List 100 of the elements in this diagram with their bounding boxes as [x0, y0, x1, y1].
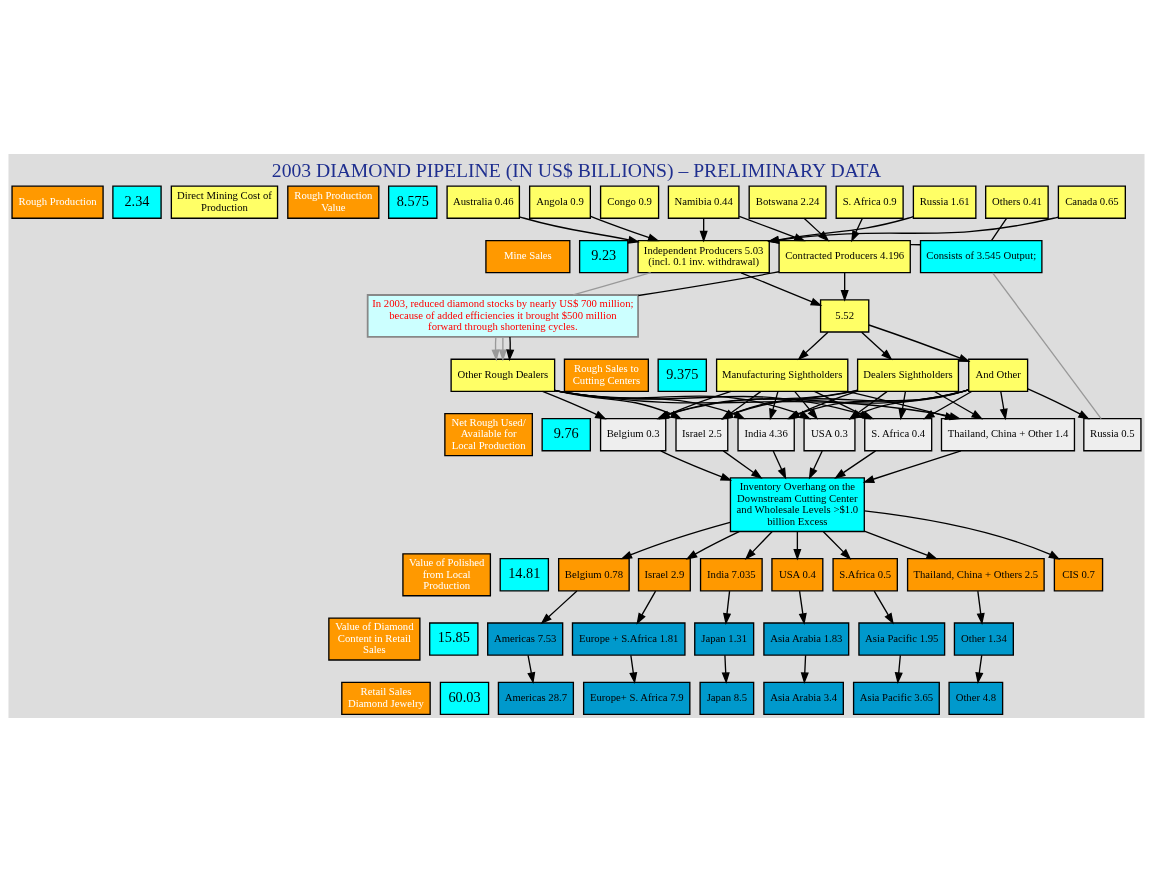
node-box: Asia Pacific 1.95 — [858, 621, 946, 656]
node-box: Israel 2.5 — [675, 417, 729, 451]
arrow — [518, 215, 640, 244]
node-box: Other Rough Dealers — [450, 358, 556, 392]
arrow — [540, 589, 578, 624]
node-box: Thailand, China + Others 2.5 — [906, 557, 1045, 591]
node-box: Retail Sales Diamond Jewelry — [341, 681, 431, 715]
connector — [572, 271, 652, 296]
arrow — [498, 335, 507, 361]
node-box: Thailand, China + Other 1.4 — [940, 417, 1076, 451]
arrow — [797, 331, 829, 360]
node-box: 5.52 — [819, 298, 870, 333]
node-box: Value of Diamond Content in Retail Sales — [328, 616, 421, 661]
node-box: India 4.36 — [737, 417, 795, 451]
node-box: Dealers Sightholders — [856, 358, 960, 392]
diagram-title: 2003 DIAMOND PIPELINE (IN US$ BILLIONS) – PRELIMINARY DATA — [271, 159, 882, 181]
arrow — [744, 530, 773, 560]
arrow — [808, 449, 823, 479]
node-box: USA 0.4 — [771, 557, 824, 591]
node-box: Value of Polished from Local Production — [402, 552, 492, 596]
arrow — [798, 589, 807, 625]
arrow — [800, 654, 809, 684]
connector — [990, 217, 1008, 241]
arrow — [834, 449, 877, 479]
node-box: Congo 0.9 — [599, 184, 660, 219]
node-box: 14.81 — [499, 557, 550, 591]
arrow — [660, 449, 733, 481]
arrow — [527, 654, 536, 684]
node-box: Other 1.34 — [953, 621, 1014, 656]
node-box: S. Africa 0.9 — [835, 184, 904, 219]
arrow — [976, 589, 985, 625]
node-box: Americas 7.53 — [487, 621, 564, 656]
node-box: Mine Sales — [485, 239, 571, 273]
arrow — [772, 449, 787, 480]
node-box: Inventory Overhang on the Downstream Cutting Center and Wholesale Levels >$1.0 billion Excess — [729, 476, 865, 532]
node-box: Direct Mining Cost of Production — [170, 184, 279, 219]
node-box: Russia 0.5 — [1083, 417, 1142, 451]
arrow — [590, 215, 660, 241]
arrow — [894, 654, 903, 684]
arrow — [541, 390, 607, 419]
arrow — [506, 335, 515, 361]
node-box: 9.76 — [541, 417, 591, 451]
node-box: Net Rough Used/ Available for Local Production — [444, 412, 533, 456]
node-box: India 7.035 — [699, 557, 763, 591]
node-box: 9.23 — [578, 239, 629, 273]
node-box: Japan 8.5 — [699, 681, 755, 715]
arrow — [1027, 387, 1090, 420]
arrow — [685, 530, 740, 560]
arrow — [722, 589, 732, 625]
arrow — [863, 509, 1061, 560]
node-box: Europe+ S. Africa 7.9 — [582, 681, 691, 715]
arrow — [862, 449, 962, 483]
node-box: Europe + S.Africa 1.81 — [571, 621, 686, 656]
arrow — [822, 530, 852, 560]
node-box: 9.375 — [657, 358, 707, 392]
node-box: Asia Arabia 1.83 — [763, 621, 850, 656]
connector — [637, 270, 780, 296]
node-box: Other 4.8 — [948, 681, 1004, 715]
node-box: Consists of 3.545 Output; — [919, 239, 1043, 273]
node-box: Australia 0.46 — [446, 184, 521, 219]
node-box: Canada 0.65 — [1057, 184, 1126, 219]
node-box: 2.34 — [112, 184, 162, 219]
connector — [991, 271, 1102, 419]
node-box: Japan 1.31 — [694, 621, 755, 656]
arrow — [620, 521, 731, 559]
node-box: Israel 2.9 — [637, 557, 691, 591]
arrow — [740, 271, 823, 306]
node-box: Manufacturing Sightholders — [715, 358, 849, 392]
node-box: S. Africa 0.4 — [864, 417, 933, 451]
arrow — [629, 654, 638, 684]
node-box: Contracted Producers 4.196 — [778, 239, 911, 273]
arrow — [769, 390, 779, 420]
node-box: Rough Production Value — [287, 184, 380, 219]
arrow — [999, 390, 1008, 420]
arrow — [873, 589, 894, 625]
node-box: CIS 0.7 — [1053, 557, 1104, 591]
node-box: And Other — [968, 358, 1029, 392]
node-box: Americas 28.7 — [497, 681, 575, 715]
arrow — [975, 654, 984, 684]
node-box: USA 0.3 — [803, 417, 856, 451]
arrow — [722, 449, 763, 479]
node-box: Belgium 0.78 — [558, 557, 630, 591]
node-box: Angola 0.9 — [529, 184, 591, 219]
node-box: Botswana 2.24 — [748, 184, 827, 219]
node-box: S.Africa 0.5 — [832, 557, 898, 591]
arrow — [863, 530, 938, 559]
arrow — [861, 331, 893, 360]
arrow — [721, 654, 730, 684]
node-box: Asia Pacific 3.65 — [852, 681, 940, 715]
node-box: Asia Arabia 3.4 — [763, 681, 844, 715]
node-box: 8.575 — [387, 184, 438, 219]
node-box: Independent Producers 5.03 (incl. 0.1 inv. withdrawal) — [637, 239, 770, 273]
arrow — [636, 589, 657, 625]
node-box: Namibia 0.44 — [667, 184, 740, 219]
node-box: In 2003, reduced diamond stocks by nearly US$ 700 million; because of added efficiencies it brought $500 million forward through shortening cycles. — [366, 293, 639, 338]
node-box: 60.03 — [439, 681, 490, 715]
node-box: Rough Production — [11, 184, 104, 219]
node-box: Others 0.41 — [985, 184, 1049, 219]
node-box: Russia 1.61 — [912, 184, 977, 219]
node-box: Belgium 0.3 — [599, 417, 667, 451]
